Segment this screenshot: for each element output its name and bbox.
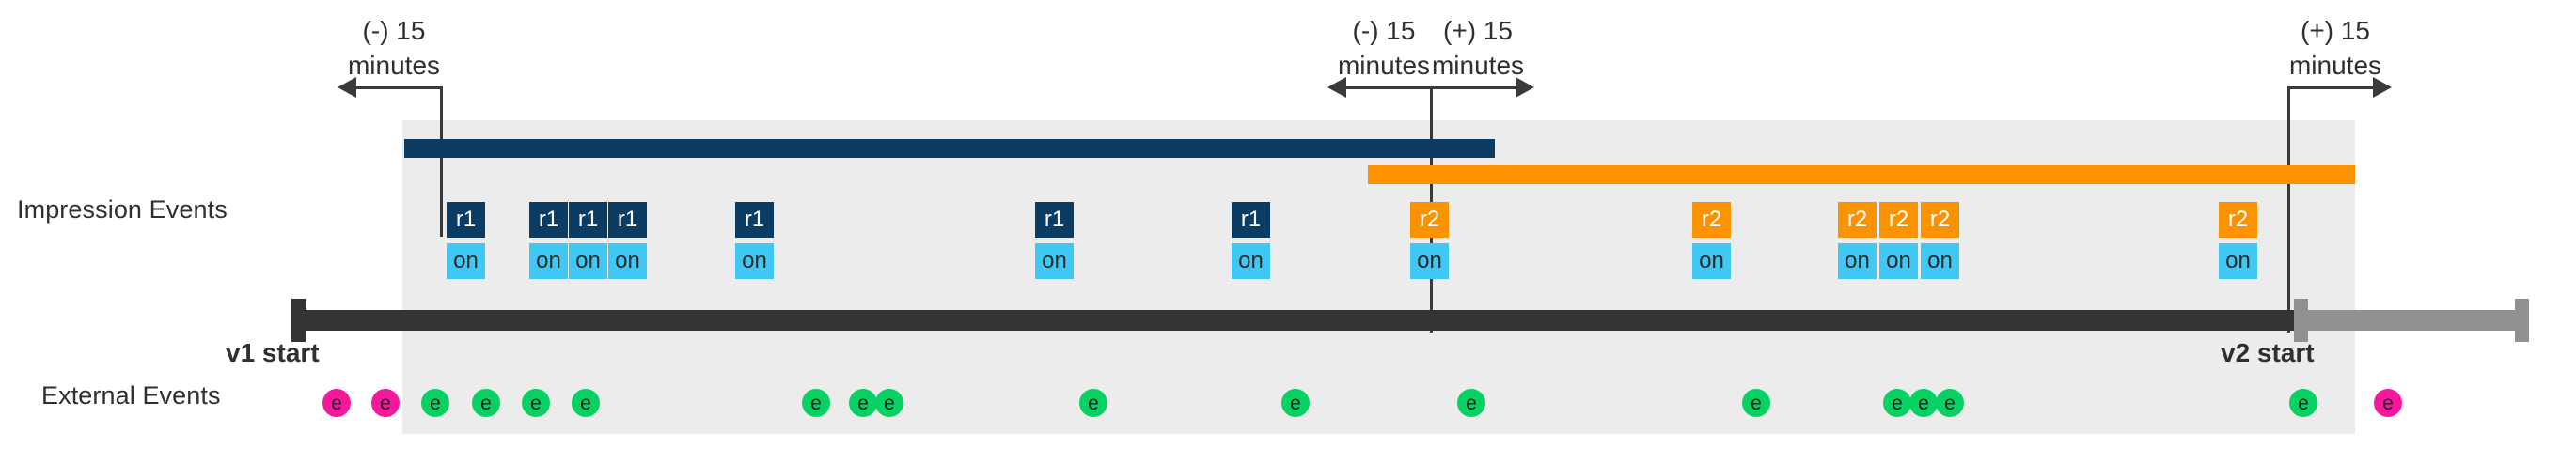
timeline-cap-v1-start bbox=[291, 299, 306, 342]
impression-event-chip: on bbox=[1879, 243, 1918, 279]
impression-event-chip: on bbox=[735, 243, 774, 279]
row-label-external-events: External Events bbox=[41, 381, 221, 410]
callout-arrow-shaft bbox=[2288, 86, 2373, 89]
callout-arrow-shaft bbox=[1346, 86, 1431, 89]
external-event-dot: e bbox=[1079, 389, 1107, 417]
external-event-dot: e bbox=[1883, 389, 1911, 417]
callout-line-2: minutes bbox=[1337, 51, 1431, 80]
callout-arrow-shaft bbox=[356, 86, 441, 89]
impression-request-chip: r2 bbox=[1838, 202, 1877, 238]
external-event-dot: e bbox=[421, 389, 449, 417]
impression-request-chip: r2 bbox=[1410, 202, 1449, 238]
callout-arrow-head-right bbox=[2373, 77, 2392, 98]
impression-event-chip: on bbox=[2219, 243, 2257, 279]
callout-arrow-head-left bbox=[1327, 77, 1346, 98]
callout-line-2: minutes bbox=[2288, 51, 2382, 80]
impression-event-chip: on bbox=[569, 243, 607, 279]
external-event-dot: e bbox=[2374, 389, 2402, 417]
impression-request-chip: r1 bbox=[447, 202, 485, 238]
callout-leader-line bbox=[2287, 86, 2290, 333]
impression-request-chip: r2 bbox=[1921, 202, 1959, 238]
callout-line-2: minutes bbox=[347, 51, 441, 80]
impression-event-chip: on bbox=[1921, 243, 1959, 279]
external-event-dot: e bbox=[802, 389, 830, 417]
impression-request-chip: r1 bbox=[1035, 202, 1074, 238]
external-event-dot: e bbox=[1936, 389, 1964, 417]
external-event-dot: e bbox=[2289, 389, 2317, 417]
callout-line-2: minutes bbox=[1431, 51, 1525, 80]
impression-event-chip: on bbox=[608, 243, 647, 279]
impression-event-chip: on bbox=[1838, 243, 1877, 279]
callout-arrow-head-left bbox=[338, 77, 356, 98]
callout-line-1: (+) 15 bbox=[1443, 16, 1513, 45]
impression-request-chip: r2 bbox=[1879, 202, 1918, 238]
impression-request-chip: r1 bbox=[608, 202, 647, 238]
impression-event-chip: on bbox=[1232, 243, 1270, 279]
impression-event-chip: on bbox=[1035, 243, 1074, 279]
impression-request-chip: r1 bbox=[569, 202, 607, 238]
callout-text-v2-lookback: (-) 15 minutes bbox=[1309, 13, 1459, 83]
version-window-bar-v1-window bbox=[404, 139, 1495, 158]
external-event-dot: e bbox=[572, 389, 600, 417]
impression-event-chip: on bbox=[1692, 243, 1731, 279]
callout-arrow-shaft bbox=[1431, 86, 1516, 89]
external-event-dot: e bbox=[472, 389, 500, 417]
callout-line-1: (-) 15 bbox=[362, 16, 426, 45]
timeline-cap-v2-start bbox=[2294, 299, 2308, 342]
impression-request-chip: r2 bbox=[1692, 202, 1731, 238]
callout-arrow-head-right bbox=[1516, 77, 1534, 98]
external-event-dot: e bbox=[1281, 389, 1310, 417]
external-event-dot: e bbox=[875, 389, 903, 417]
external-event-dot: e bbox=[322, 389, 351, 417]
v2-start-label: v2 start bbox=[2221, 338, 2315, 367]
impression-request-chip: r2 bbox=[2219, 202, 2257, 238]
version-window-bar-v2-window bbox=[1368, 165, 2355, 184]
timeline-segment-v2-active bbox=[2294, 310, 2529, 331]
row-label-impression-events: Impression Events bbox=[17, 195, 228, 224]
external-event-dot: e bbox=[1457, 389, 1485, 417]
v1-start-label: v1 start bbox=[226, 338, 320, 367]
external-event-dot: e bbox=[371, 389, 400, 417]
impression-event-chip: on bbox=[529, 243, 568, 279]
callout-leader-line bbox=[440, 86, 443, 237]
impression-event-chip: on bbox=[447, 243, 485, 279]
impression-request-chip: r1 bbox=[1232, 202, 1270, 238]
timeline-segment-v1-active bbox=[291, 310, 2294, 331]
external-event-dot: e bbox=[849, 389, 877, 417]
impression-request-chip: r1 bbox=[529, 202, 568, 238]
callout-line-1: (+) 15 bbox=[2301, 16, 2370, 45]
impression-event-chip: on bbox=[1410, 243, 1449, 279]
callout-text-v1-lookback: (-) 15 minutes bbox=[319, 13, 469, 83]
callout-text-v2-lookahead: (+) 15 minutes bbox=[2260, 13, 2411, 83]
impression-request-chip: r1 bbox=[735, 202, 774, 238]
external-event-dot: e bbox=[1909, 389, 1938, 417]
external-event-dot: e bbox=[522, 389, 550, 417]
timeline-cap-end bbox=[2515, 299, 2529, 342]
callout-text-v1-lookahead: (+) 15 minutes bbox=[1403, 13, 1553, 83]
external-event-dot: e bbox=[1742, 389, 1770, 417]
callout-line-1: (-) 15 bbox=[1352, 16, 1416, 45]
